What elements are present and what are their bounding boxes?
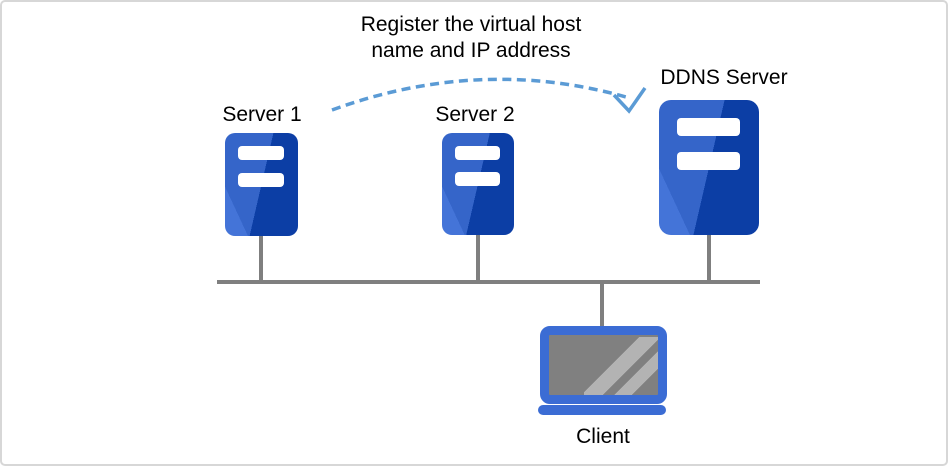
server-1-label: Server 1 [222,103,302,126]
laptop-base [538,405,666,415]
ddns-server-connector-line [707,235,711,280]
server-2-connector-line [476,235,480,280]
client-laptop-icon [540,326,667,404]
server-1-icon [225,133,298,236]
ddns-server-label: DDNS Server [660,66,788,89]
register-arrow-head-icon [612,87,647,114]
server-drive-bar-icon [238,146,285,161]
server-2-icon [442,133,514,235]
register-annotation-line1: Register the virtual host [360,13,582,36]
register-annotation: Register the virtual host name and IP ad… [331,12,611,64]
server-drive-bar-icon [454,146,501,161]
server-2-label: Server 2 [435,103,515,126]
register-annotation-line2: name and IP address [371,39,571,62]
server-drive-bar-icon [454,172,501,187]
client-label: Client [576,425,630,448]
server-drive-bar-icon [238,172,285,187]
server-drive-bar-icon [677,151,740,171]
ddns-server-icon [659,100,759,235]
server-1-connector-line [259,236,263,280]
network-bus-line [217,280,760,284]
server-drive-bar-icon [677,117,740,136]
client-connector-line [600,284,604,328]
laptop-screen-glare [584,337,658,395]
